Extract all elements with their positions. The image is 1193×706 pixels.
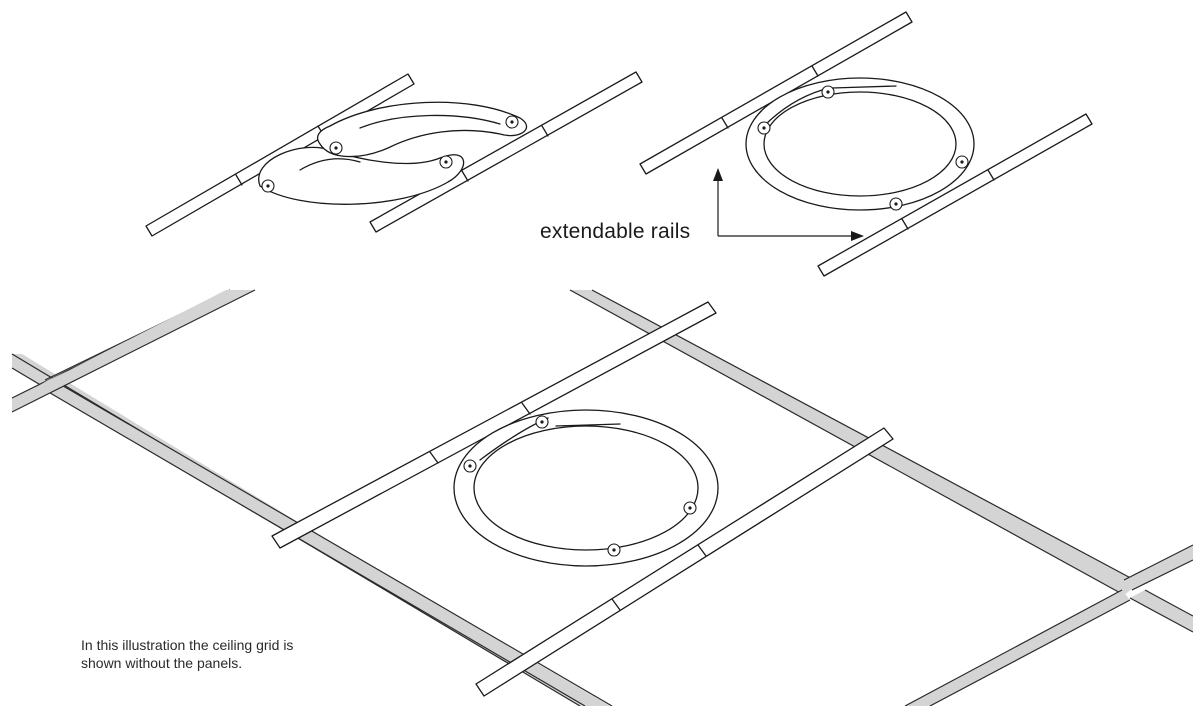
extendable-rails-label: extendable rails [540, 220, 691, 243]
expanded-bracket [639, 11, 1093, 277]
grid-bar-right-edge [1123, 544, 1193, 633]
expanded-rail-lower [817, 113, 1093, 277]
arrowhead-up [713, 168, 723, 181]
collapsed-bracket [145, 71, 643, 237]
grid-bar-upper-left [11, 289, 256, 413]
installed-rail-lower [475, 427, 894, 697]
installed-bracket [271, 301, 894, 697]
caption: In this illustration the ceiling grid is… [81, 636, 401, 672]
arrowhead-right [851, 231, 864, 241]
installed-rail-upper [271, 301, 717, 549]
expanded-rail-upper [639, 11, 913, 175]
caption-line-1: In this illustration the ceiling grid is [81, 637, 294, 653]
grid-bar-bottom-right [904, 589, 1131, 706]
collapsed-rail-right [369, 71, 643, 233]
caption-line-2: shown without the panels. [81, 655, 243, 671]
rails-leader-arrows [713, 168, 864, 241]
